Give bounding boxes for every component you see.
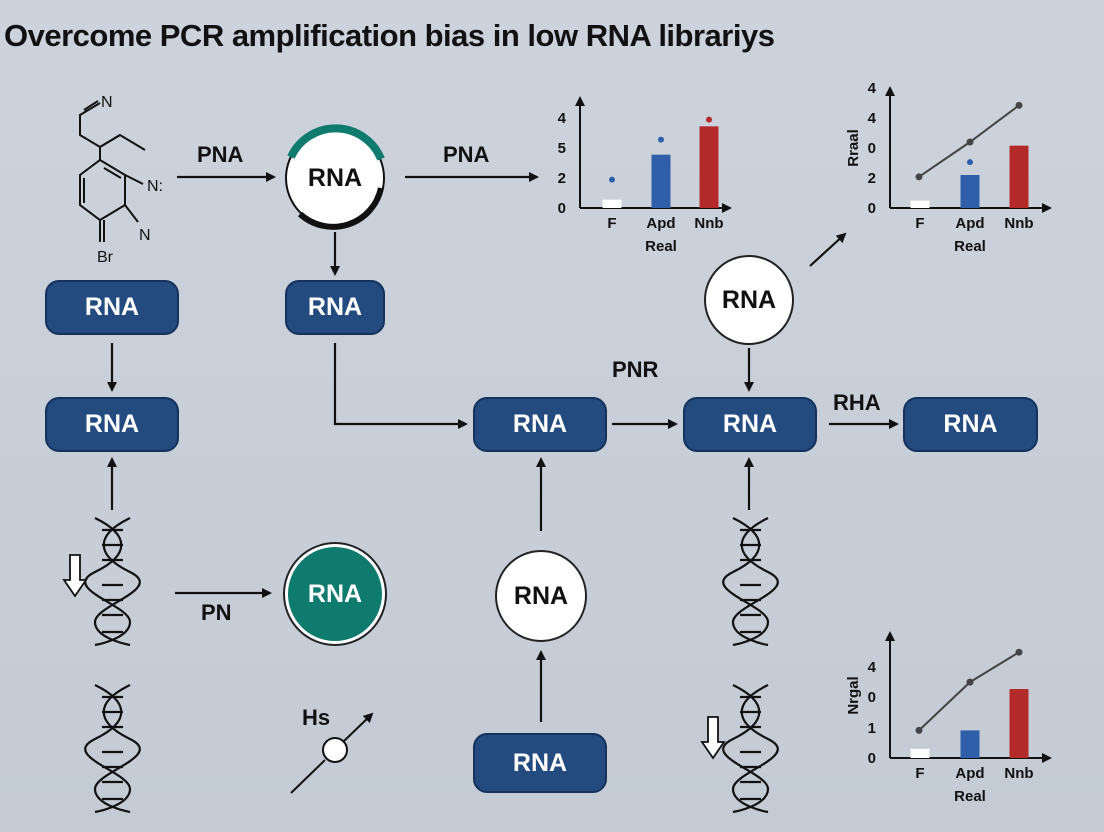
rna-node-left-top: RNA	[45, 280, 179, 335]
hs-symbol	[290, 712, 374, 794]
molecule-label-n2: N:	[147, 178, 163, 195]
molecule-structure	[79, 100, 146, 242]
bar-nnb	[1009, 145, 1029, 208]
y-tick-label: 0	[868, 200, 876, 217]
y-tick-label: 1	[868, 720, 876, 737]
line-point	[966, 678, 974, 686]
rna-node-bottom: RNA	[473, 733, 607, 793]
x-tick-label: Apd	[955, 765, 984, 782]
x-tick-label: Nnb	[694, 215, 723, 232]
dna-helix-right-2	[722, 684, 779, 814]
data-dot	[967, 159, 973, 166]
line-point	[1015, 648, 1023, 656]
rna-circle-teal: RNA	[285, 544, 385, 644]
x-tick-label: F	[915, 765, 924, 782]
dna-helix-left-2	[84, 684, 141, 814]
edge-label-pna-right: PNA	[443, 142, 490, 167]
ring-node-graphic	[285, 124, 385, 230]
y-axis-title: Nrgal	[845, 676, 862, 714]
line-point	[915, 726, 923, 734]
x-tick-label: Apd	[646, 215, 675, 232]
arrow-mid-pill-to-center	[333, 343, 468, 429]
arrow-circle-to-chart	[809, 232, 847, 267]
rna-node-left-middle: RNA	[45, 397, 179, 452]
line-point	[1015, 101, 1023, 109]
rna-circle-mid: RNA	[495, 550, 587, 642]
rna-node-right-center: RNA	[683, 397, 817, 452]
y-tick-label: 4	[868, 659, 877, 676]
x-tick-label: Nnb	[1004, 215, 1033, 232]
rna-circle-right: RNA	[704, 255, 794, 345]
line-series	[918, 651, 1020, 732]
ring-node: RNA	[307, 163, 363, 192]
x-tick-label: F	[607, 215, 616, 232]
y-axis-title: Rraal	[845, 129, 862, 167]
diagram-title: Overcome PCR amplification bias in low R…	[4, 18, 775, 53]
y-tick-label: 2	[558, 170, 566, 187]
dna-helix-left-1	[84, 517, 141, 647]
bar-f	[602, 199, 622, 208]
x-axis-title: Real	[954, 238, 986, 255]
y-tick-label: 2	[868, 170, 876, 187]
rna-node-mid-top: RNA	[285, 280, 385, 335]
y-tick-label: 4	[868, 80, 877, 97]
x-axis-title: Real	[954, 788, 986, 805]
bar-f	[910, 748, 930, 758]
bar-apd	[651, 154, 671, 208]
edge-label-pn: PN	[201, 600, 232, 625]
rna-node-center: RNA	[473, 397, 607, 452]
y-tick-label: 4	[558, 110, 567, 127]
bar-nnb	[699, 126, 719, 208]
data-dot	[609, 176, 615, 183]
dna-helix-right-1	[722, 517, 779, 647]
molecule-label-n3: N	[139, 227, 151, 244]
x-tick-label: Apd	[955, 215, 984, 232]
edge-label-pna-left: PNA	[197, 142, 244, 167]
y-tick-label: 5	[558, 140, 566, 157]
x-tick-label: F	[915, 215, 924, 232]
data-dot	[706, 116, 712, 123]
data-dot	[658, 136, 664, 143]
line-point	[966, 138, 974, 146]
y-tick-label: 0	[868, 689, 876, 706]
x-axis-title: Real	[645, 238, 677, 255]
y-tick-label: 0	[558, 200, 566, 217]
x-tick-label: Nnb	[1004, 765, 1033, 782]
y-tick-label: 0	[868, 750, 876, 767]
hollow-down-arrow-left	[62, 554, 88, 598]
line-point	[915, 173, 923, 181]
rna-node-far-right: RNA	[903, 397, 1038, 452]
edge-label-pnr: PNR	[612, 357, 659, 382]
bar-nnb	[1009, 689, 1029, 758]
y-tick-label: 4	[868, 110, 877, 127]
bar-apd	[960, 175, 980, 208]
edge-label-hs: Hs	[302, 705, 331, 730]
y-tick-label: 0	[868, 140, 876, 157]
edge-label-rha: RHA	[833, 390, 881, 415]
bar-f	[910, 200, 930, 208]
hollow-down-arrow-right	[700, 716, 726, 760]
bar-apd	[960, 730, 980, 758]
molecule-label-n1: N	[101, 94, 113, 111]
molecule-label-br: Br	[97, 249, 114, 266]
